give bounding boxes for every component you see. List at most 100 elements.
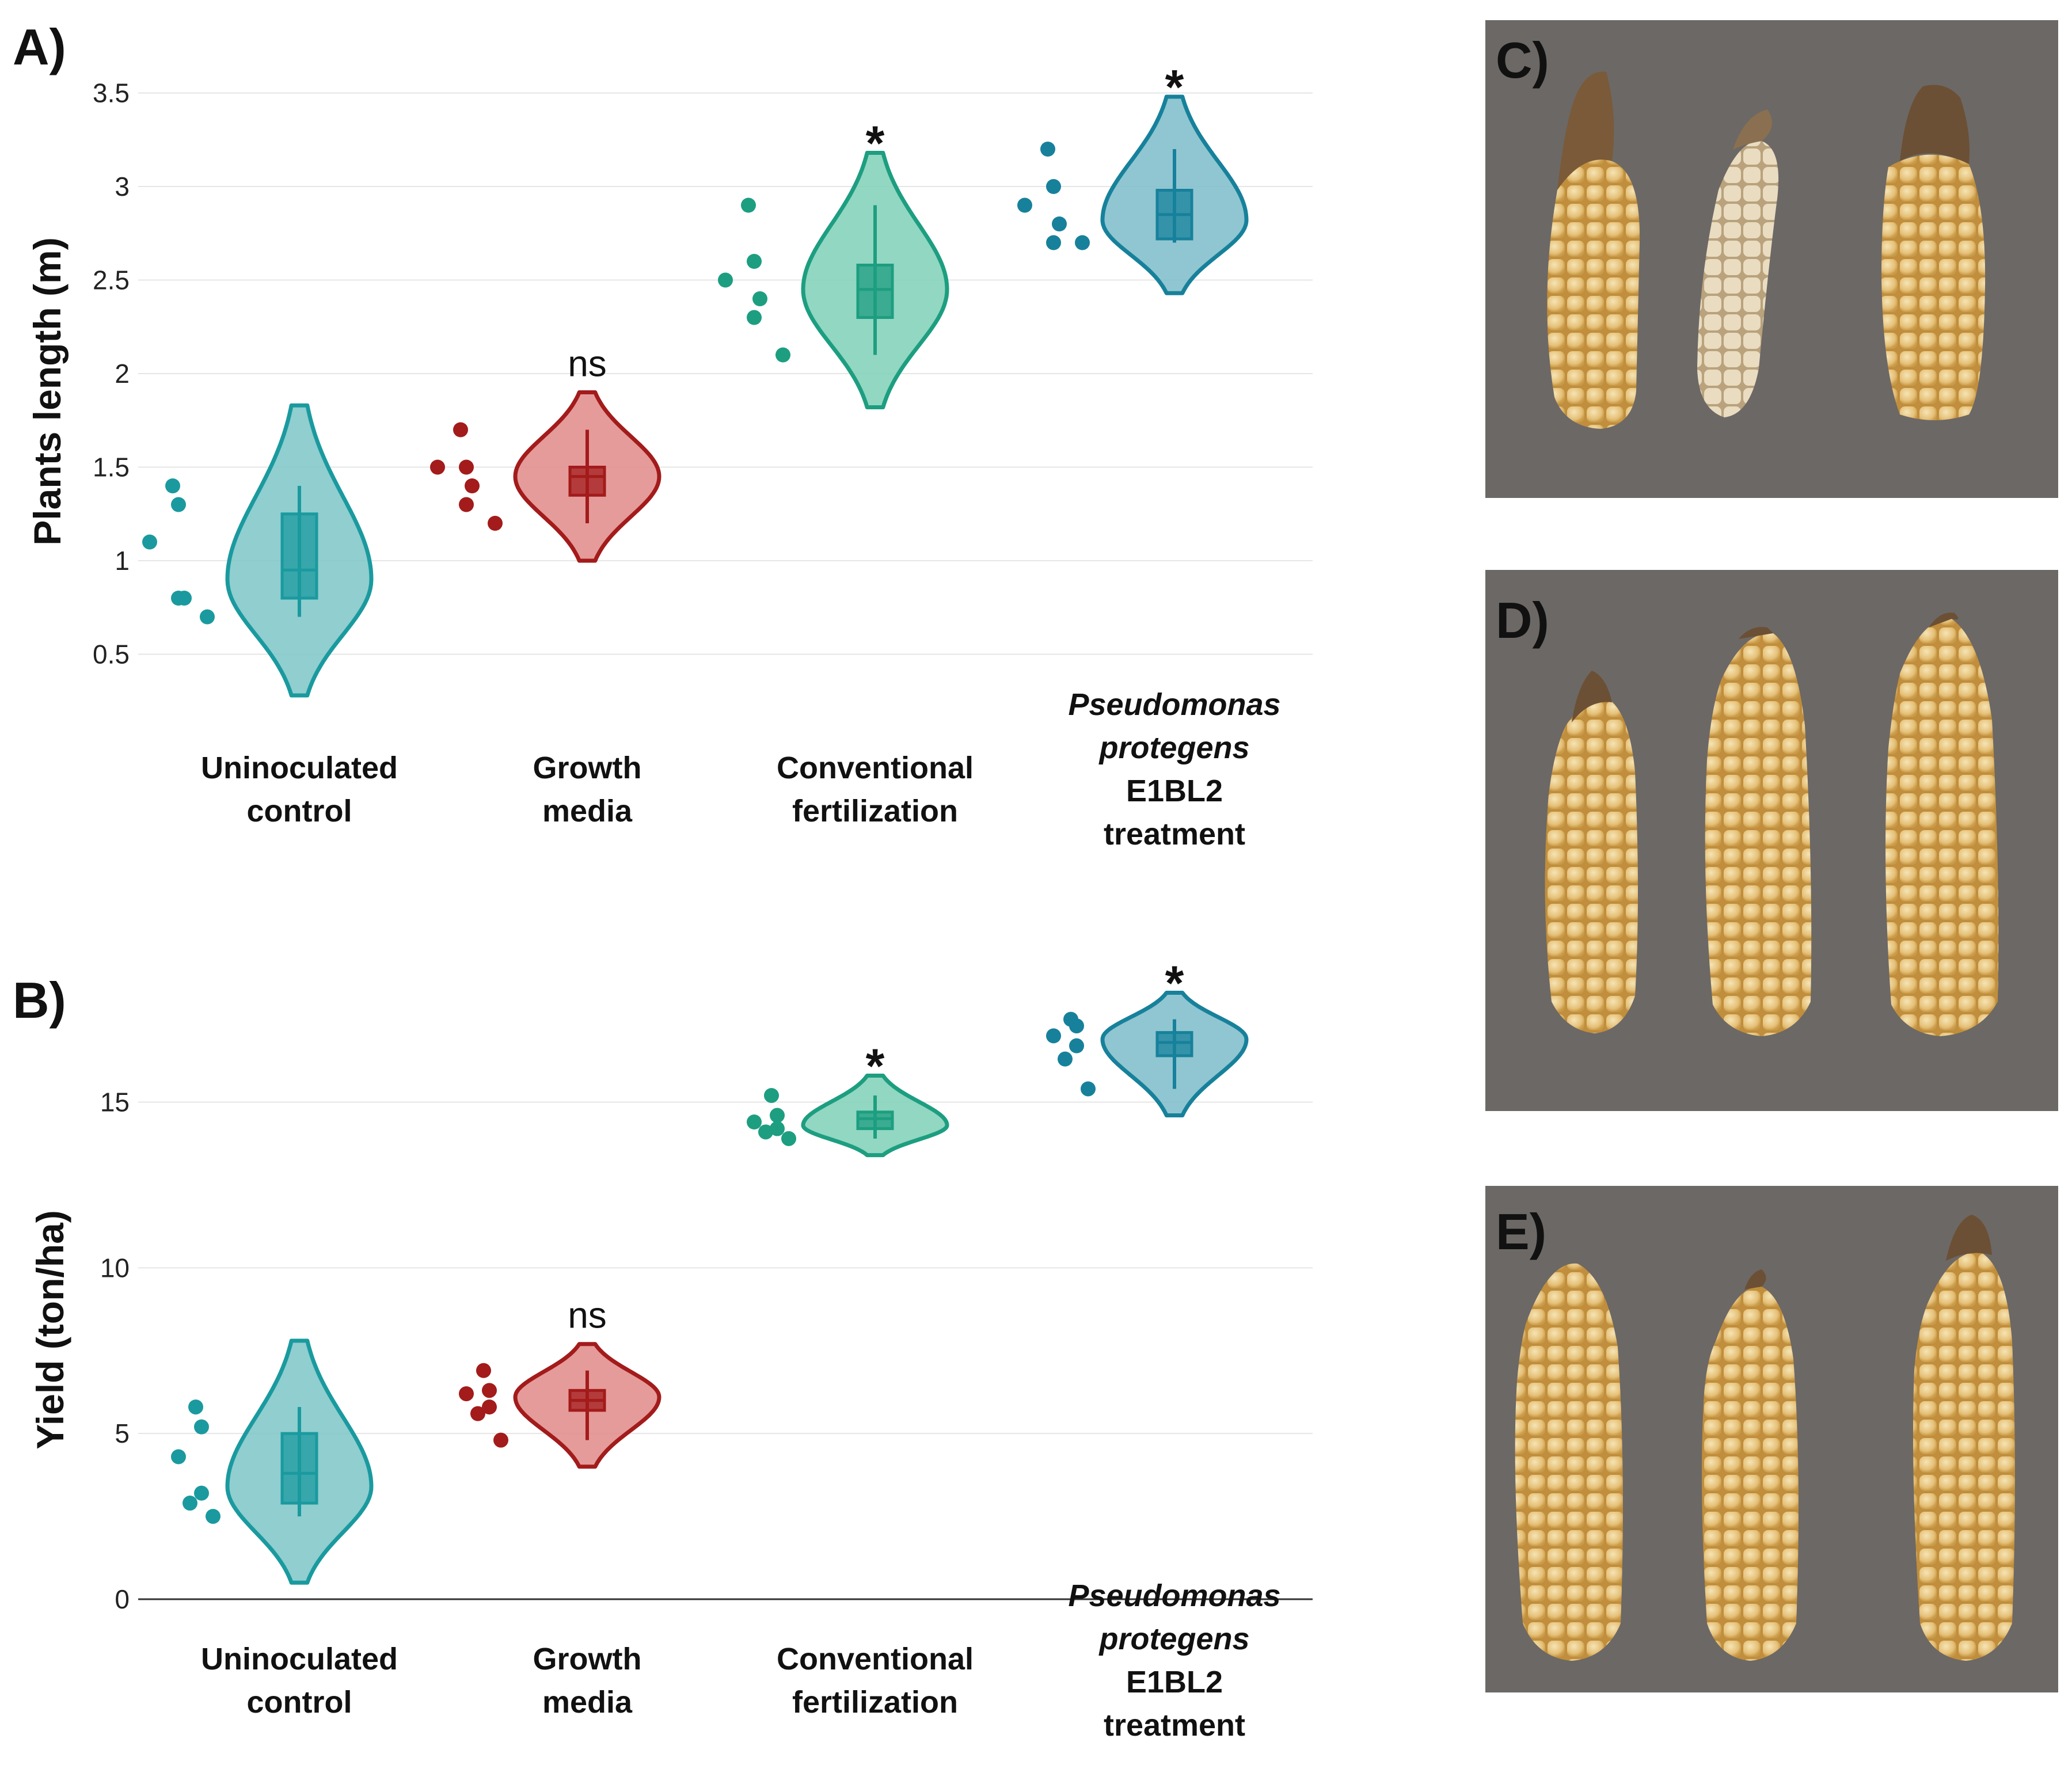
category-label-line: Pseudomonas xyxy=(1068,687,1280,722)
data-point xyxy=(194,1419,209,1435)
data-point xyxy=(142,534,157,550)
y-tick-label: 0 xyxy=(115,1584,130,1614)
panel-letter-c: C) xyxy=(1496,32,1549,89)
violin-group: * xyxy=(718,116,949,409)
data-point xyxy=(770,1121,785,1136)
significance-label: * xyxy=(1165,956,1184,1010)
category-label-line: Conventional xyxy=(777,1642,974,1676)
data-point xyxy=(1046,179,1061,194)
category-label-line: Growth xyxy=(533,751,642,785)
y-tick-label: 0.5 xyxy=(93,640,130,670)
category-label-line: media xyxy=(542,794,633,828)
y-tick-label: 2.5 xyxy=(93,265,130,295)
box-iqr xyxy=(280,512,318,600)
data-point xyxy=(470,1406,485,1421)
data-point xyxy=(194,1485,209,1501)
category-label: Conventional fertilization xyxy=(777,1642,974,1720)
panel-letter-d: D) xyxy=(1496,592,1549,649)
corn-ear-e1 xyxy=(1515,1263,1623,1661)
data-point xyxy=(1069,1018,1084,1034)
box-iqr xyxy=(856,264,894,319)
b-y-axis-title: Yield (ton/ha) xyxy=(29,1210,71,1450)
data-point xyxy=(171,1449,186,1465)
data-point xyxy=(493,1432,508,1448)
violin-group xyxy=(171,1338,374,1585)
corn-ear-c3 xyxy=(1881,85,1986,420)
category-label-line: Conventional xyxy=(777,751,974,785)
corn-ear-c1 xyxy=(1547,71,1640,429)
corn-ear-d1 xyxy=(1545,671,1638,1033)
significance-label: ns xyxy=(568,343,607,385)
y-tick-label: 2 xyxy=(115,359,130,389)
category-label-line: fertilization xyxy=(792,1685,958,1720)
category-label: Growth media xyxy=(533,751,642,828)
data-point xyxy=(459,1386,474,1402)
data-point xyxy=(752,291,767,306)
category-label: Conventional fertilization xyxy=(777,751,974,828)
data-point xyxy=(1075,235,1090,250)
a-y-axis-title: Plants length (m) xyxy=(26,237,69,545)
data-point xyxy=(1017,197,1032,213)
data-point xyxy=(775,347,790,363)
significance-label: * xyxy=(866,116,885,170)
box-iqr xyxy=(856,1110,894,1131)
box-iqr xyxy=(568,466,606,497)
corn-ear-e3 xyxy=(1913,1215,2015,1661)
data-point xyxy=(206,1509,220,1524)
category-label-line: Uninoculated xyxy=(201,1642,398,1676)
data-point xyxy=(453,422,468,438)
b-violin-marks: ns * * xyxy=(171,956,1249,1585)
data-point xyxy=(764,1087,779,1103)
corn-ear-d3 xyxy=(1885,613,1999,1036)
data-point xyxy=(747,310,762,325)
violin-group: ns xyxy=(459,1295,661,1469)
category-label-line: treatment xyxy=(1104,1708,1245,1743)
data-point xyxy=(747,1114,762,1130)
panel-letter-b: B) xyxy=(13,972,66,1029)
panel-letter-e: E) xyxy=(1496,1203,1546,1260)
data-point xyxy=(781,1131,796,1146)
data-point xyxy=(459,497,474,512)
data-point xyxy=(758,1124,773,1140)
a-violin-marks: ns** xyxy=(142,60,1249,698)
data-point xyxy=(747,254,762,269)
category-label-line: control xyxy=(247,1685,352,1720)
data-point xyxy=(482,1399,497,1415)
photo-panel-e: E) xyxy=(1485,1186,2058,1692)
category-label-line: protegens xyxy=(1098,1622,1249,1656)
data-point xyxy=(171,591,186,606)
y-tick-label: 3.5 xyxy=(93,78,130,108)
data-point xyxy=(770,1108,785,1123)
data-point xyxy=(482,1383,497,1398)
significance-label: * xyxy=(866,1039,885,1093)
data-point xyxy=(741,197,756,213)
category-label-line: protegens xyxy=(1098,731,1249,765)
violin-group: * xyxy=(747,1039,949,1158)
a-y-tick-labels: 0.511.522.533.5 xyxy=(93,78,130,670)
violin-group xyxy=(142,403,374,698)
data-point xyxy=(200,609,215,625)
data-point xyxy=(1052,216,1067,231)
category-label-line: fertilization xyxy=(792,794,958,828)
category-label-line: treatment xyxy=(1104,817,1245,851)
data-point xyxy=(465,478,480,493)
data-point xyxy=(430,459,445,475)
data-point xyxy=(718,272,733,288)
category-label-line: Growth xyxy=(533,1642,642,1676)
violin-group: ns xyxy=(430,343,661,563)
category-label: Uninoculated control xyxy=(201,1642,398,1720)
category-label-line: E1BL2 xyxy=(1126,1665,1223,1699)
y-tick-label: 5 xyxy=(115,1418,130,1448)
data-point xyxy=(1058,1051,1073,1067)
data-point xyxy=(1069,1038,1084,1053)
significance-label: ns xyxy=(568,1295,607,1336)
box-iqr xyxy=(280,1432,318,1505)
photo-panel-c: C) xyxy=(1485,20,2058,498)
